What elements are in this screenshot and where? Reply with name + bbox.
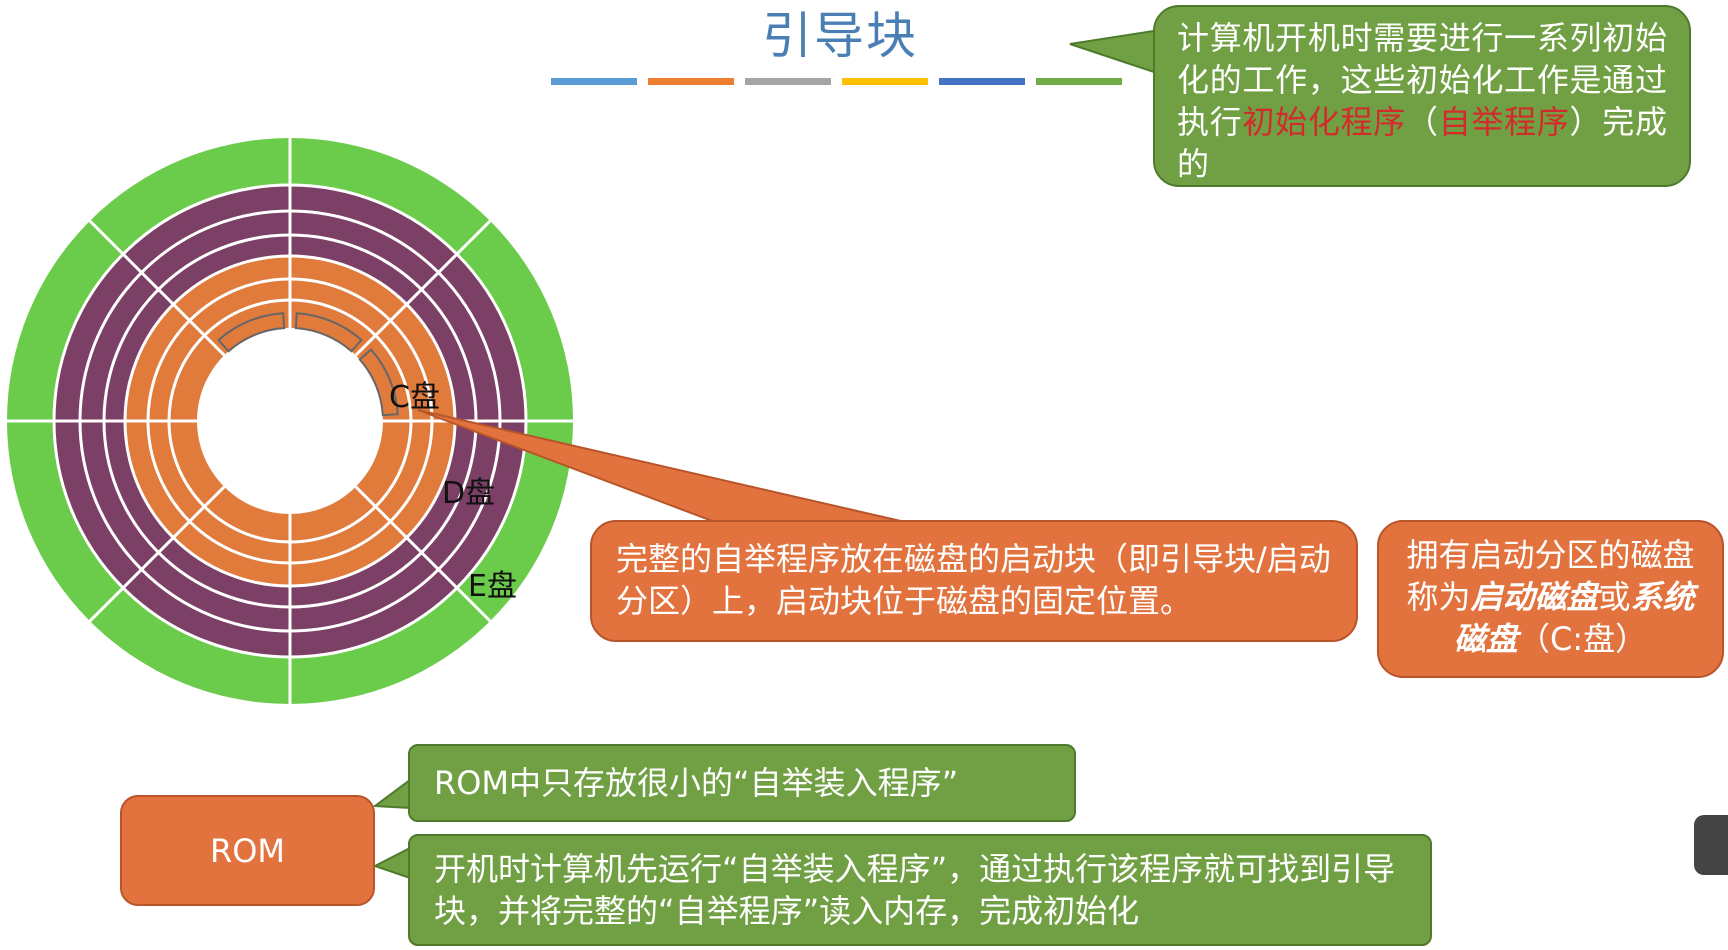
camera-icon[interactable] (1694, 815, 1728, 875)
callout-text: ROM中只存放很小的“自举装入程序” (434, 764, 959, 802)
title-bar-segment (648, 78, 734, 85)
callout-text: （ (1405, 103, 1439, 141)
callout-boot-disk: 拥有启动分区的磁盘称为启动磁盘或系统磁盘（C:盘） (1377, 520, 1724, 678)
disk-hole (197, 328, 383, 514)
rom-box: ROM (120, 795, 375, 906)
callout-boot-block: 完整的自举程序放在磁盘的启动块（即引导块/启动分区）上，启动块位于磁盘的固定位置… (590, 520, 1358, 642)
boot-block-sector (358, 348, 399, 417)
callout-text: 计算机开机时需要进行一系列初始化的工作，这些初始化工作是通过执行 (1177, 19, 1667, 141)
callout-highlight: 自举程序 (1438, 103, 1570, 141)
callout-highlight: 初始化程序 (1242, 103, 1406, 141)
page-title: 引导块 (762, 7, 918, 65)
disk-platter (7, 138, 573, 704)
callout-emphasis: 启动磁盘 (1470, 578, 1599, 616)
rom-note-boot-process: 开机时计算机先运行“自举装入程序”，通过执行该程序就可找到引导块，并将完整的“自… (408, 834, 1432, 946)
callout-text: 完整的自举程序放在磁盘的启动块（即引导块/启动分区）上，启动块位于磁盘的固定位置… (616, 540, 1331, 620)
title-bar-segment (551, 78, 637, 85)
title-bar-segment (842, 78, 928, 85)
title-bar-segment (1036, 78, 1122, 85)
disk-label-e: E盘 (468, 569, 517, 604)
callout-text: 开机时计算机先运行“自举装入程序”，通过执行该程序就可找到引导块，并将完整的“自… (434, 850, 1396, 930)
rom-note1-tail (372, 778, 411, 810)
boot-block-sector (217, 312, 286, 353)
sector-divider (354, 219, 492, 357)
disk-label-c: C盘 (389, 380, 440, 415)
rom-note2-tail (372, 846, 411, 880)
callout-text: 或 (1598, 578, 1631, 616)
disk-label-d: D盘 (442, 476, 495, 511)
sector-divider (88, 485, 226, 623)
rom-note-bootstrap-loader: ROM中只存放很小的“自举装入程序” (408, 744, 1076, 822)
callout-emphasis: 系统磁盘 (1453, 578, 1695, 658)
title-bar-segment (939, 78, 1025, 85)
title-bar-segment (745, 78, 831, 85)
callout-text: （C:盘） (1517, 620, 1648, 658)
boot-block-sector (294, 312, 363, 353)
callout-top-tail (1069, 28, 1161, 76)
callout-text: ）完成的 (1177, 103, 1667, 183)
callout-text: 拥有启动分区的磁盘称为 (1406, 536, 1695, 616)
sector-divider (88, 219, 226, 357)
callout-boot-init: 计算机开机时需要进行一系列初始化的工作，这些初始化工作是通过执行初始化程序（自举… (1153, 5, 1691, 187)
sector-divider (354, 485, 492, 623)
